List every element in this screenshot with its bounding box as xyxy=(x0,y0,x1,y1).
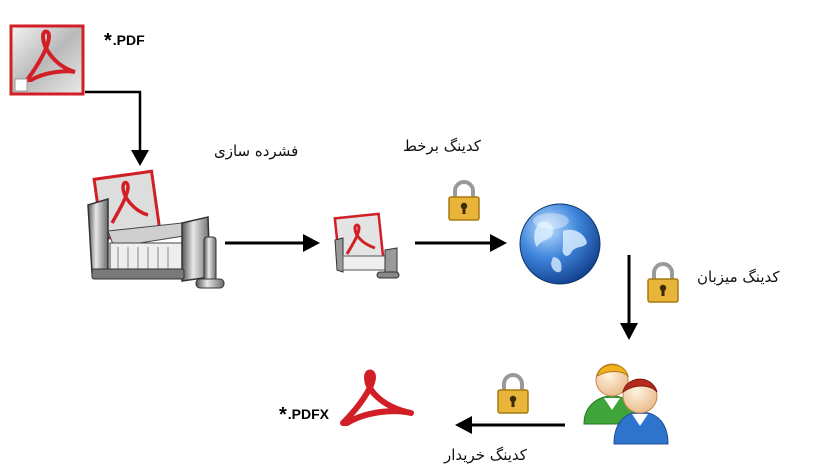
wildcard-star: * xyxy=(104,30,112,52)
arrow-globe-to-users xyxy=(620,255,638,340)
output-ext-text: .PDFX xyxy=(287,406,330,422)
arrow-users-to-pdfx xyxy=(455,416,565,434)
users-icon xyxy=(578,350,674,450)
compressor-icon xyxy=(84,165,229,299)
arrow-compressor-to-small-pdf xyxy=(225,234,320,252)
output-file-extension: *.PDFX xyxy=(279,404,329,427)
lock-icon xyxy=(447,180,481,226)
compressed-pdf-icon xyxy=(333,210,405,284)
label-buyer-encoding: کدینگ خریدار xyxy=(444,446,527,464)
pdf-document-icon xyxy=(9,24,89,100)
input-file-extension: *.PDF xyxy=(104,30,145,53)
acrobat-logo-icon xyxy=(337,369,417,433)
input-ext-text: .PDF xyxy=(112,32,145,48)
wildcard-star: * xyxy=(279,404,287,426)
label-online-encoding: کدینگ برخط xyxy=(403,137,481,155)
globe-icon xyxy=(517,201,603,291)
lock-icon xyxy=(496,373,530,419)
arrow-pdf-to-compressor xyxy=(85,90,149,166)
label-compression: فشرده سازی xyxy=(214,142,299,160)
lock-icon xyxy=(646,262,680,308)
arrow-small-pdf-to-globe xyxy=(415,234,507,252)
label-host-encoding: کدینگ میزبان xyxy=(697,268,780,286)
